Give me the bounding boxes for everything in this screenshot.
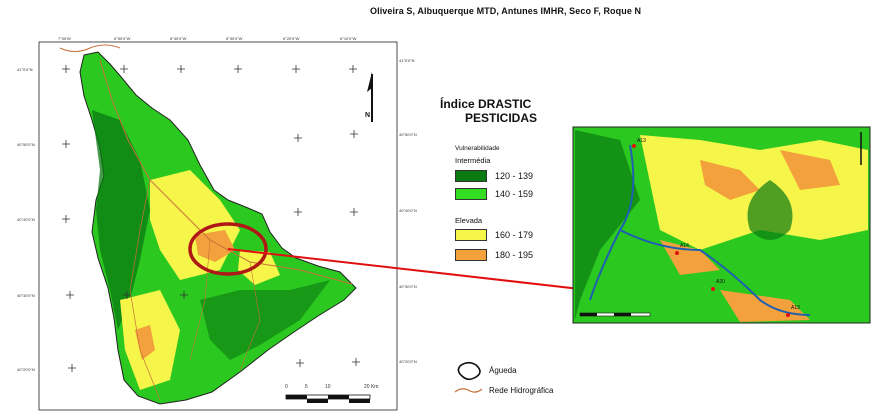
legend-heading: Vulnerabilidade	[455, 145, 500, 152]
legend-swatch	[455, 188, 487, 200]
orange-zone	[135, 325, 155, 360]
dark-green-zone	[200, 280, 330, 360]
legend-swatch	[455, 249, 487, 261]
right-tick-label: 40°30'0"N	[399, 284, 417, 289]
legend-class-row: 160 - 179	[455, 229, 533, 241]
left-tick-label: 40°20'0"N	[17, 367, 35, 372]
basin-legend-label: Águeda	[489, 366, 517, 375]
inset-scale-bar	[579, 312, 651, 317]
scale-label: 5	[305, 384, 308, 390]
sample-label: A13	[637, 138, 646, 144]
top-tick-label: 6°50'0"W	[114, 36, 131, 41]
river-network	[239, 261, 261, 371]
river-network	[59, 44, 121, 52]
legend-class-range: 180 - 195	[495, 250, 534, 260]
yellow-zone	[238, 250, 280, 285]
legend-class-range: 140 - 159	[495, 189, 534, 199]
sample-point	[711, 287, 715, 291]
scale-label: 0	[285, 384, 288, 390]
left-tick-label: 40°30'0"N	[17, 293, 35, 298]
river-network	[189, 239, 211, 361]
legend-group-label: Elevada	[455, 216, 483, 225]
sample-point	[675, 251, 679, 255]
left-tick-label: 40°50'0"N	[17, 142, 35, 147]
legend-title-line1: Índice DRASTIC	[440, 97, 532, 111]
orange-zone	[195, 230, 235, 262]
sample-label: A13	[791, 305, 800, 311]
river-network	[129, 179, 161, 401]
sample-point	[632, 144, 636, 148]
top-tick-label: 6°10'0"W	[340, 36, 357, 41]
river-legend-symbol	[454, 388, 483, 393]
legend-title-line2: PESTICIDAS	[465, 111, 538, 125]
inset-map	[572, 126, 871, 324]
north-label: N	[365, 112, 371, 119]
right-tick-label: 40°20'0"N	[399, 359, 417, 364]
legend-class-range: 160 - 179	[495, 230, 534, 240]
sample-label: A14	[680, 243, 689, 249]
right-tick-label: 41°0'0"N	[399, 58, 415, 63]
scale-label: 20 Km	[364, 384, 379, 390]
scale-bar	[285, 394, 371, 403]
left-tick-label: 41°0'0"N	[17, 67, 33, 72]
legend-class-row: 140 - 159	[455, 188, 533, 200]
legend-group-label: Intermédia	[455, 156, 491, 165]
legend-swatch	[455, 229, 487, 241]
right-tick-label: 40°40'0"N	[399, 208, 417, 213]
sample-label: A20	[716, 279, 725, 285]
study-area-highlight	[188, 222, 268, 276]
scale-label: 10	[325, 384, 331, 390]
legend-class-range: 120 - 139	[495, 171, 534, 181]
top-tick-label: 6°20'0"W	[283, 36, 300, 41]
north-arrow	[367, 72, 373, 122]
legend-class-row: 120 - 139	[455, 170, 533, 182]
authors-line: Oliveira S, Albuquerque MTD, Antunes IMH…	[370, 6, 642, 16]
dark-green-zone	[92, 110, 150, 330]
legend-class-row: 180 - 195	[455, 249, 533, 261]
sample-point	[786, 313, 790, 317]
left-tick-label: 40°40'0"N	[17, 217, 35, 222]
top-tick-label: 6°40'0"W	[170, 36, 187, 41]
basin-legend-symbol	[457, 361, 481, 381]
graticule-crosses	[62, 65, 360, 372]
right-tick-label: 40°50'0"N	[399, 132, 417, 137]
legend-swatch	[455, 170, 487, 182]
river-legend-label: Rede Hidrográfica	[489, 386, 554, 395]
top-tick-label: 7°00'W	[58, 36, 71, 41]
river-network	[99, 59, 353, 285]
top-tick-label: 6°30'0"W	[226, 36, 243, 41]
